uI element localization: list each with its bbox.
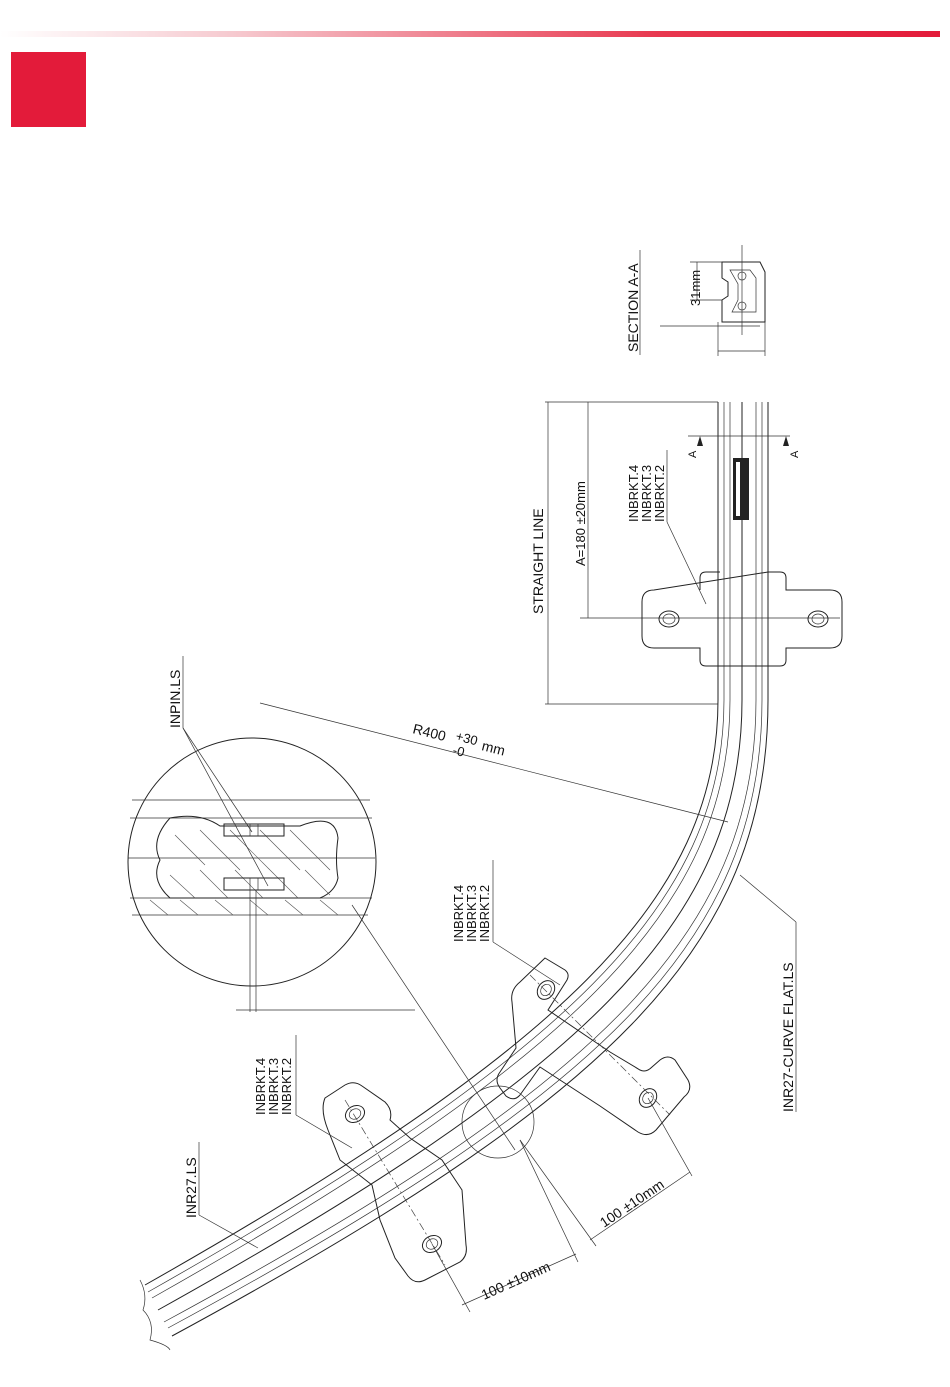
radius-dimension: R400 +30 -0 mm bbox=[260, 703, 728, 822]
dimension-100-right: 100 ±10mm bbox=[520, 1098, 692, 1246]
section-mark-left: A bbox=[687, 450, 699, 458]
dim-100-lower: 100 ±10mm bbox=[479, 1258, 553, 1303]
straight-line-dimension: STRAIGHT LINE A=180 ±20mm bbox=[530, 402, 840, 704]
curve-flat-callout: INR27-CURVE FLAT.LS bbox=[740, 875, 796, 1112]
dim-100-right: 100 ±10mm bbox=[597, 1176, 667, 1231]
curved-rail bbox=[140, 700, 768, 1350]
curve-flat-label: INR27-CURVE FLAT.LS bbox=[780, 962, 796, 1112]
section-mark-right: A bbox=[789, 450, 801, 458]
section-a-a-label: SECTION A-A bbox=[625, 263, 641, 352]
inr27-label: INR27.LS bbox=[183, 1157, 199, 1218]
dimension-100-lower: 100 ±10mm bbox=[432, 1140, 578, 1312]
straight-rail bbox=[718, 402, 768, 700]
dim-a-180: A=180 ±20mm bbox=[573, 481, 588, 566]
bracket-low-label-2: INBRKT.2 bbox=[279, 1058, 294, 1115]
inr27-callout: INR27.LS bbox=[183, 1142, 258, 1248]
bracket-mid-label-2: INBRKT.2 bbox=[477, 885, 492, 942]
radius-main: R400 bbox=[411, 720, 448, 744]
section-a-a-detail: SECTION A-A 31mm bbox=[625, 245, 765, 356]
bracket-top-label-2: INBRKT.2 bbox=[652, 465, 667, 522]
bracket-mid: INBRKT.4 INBRKT.3 INBRKT.2 bbox=[451, 860, 690, 1135]
radius-unit: mm bbox=[480, 737, 507, 758]
bracket-low: INBRKT.4 INBRKT.3 INBRKT.2 bbox=[253, 1035, 466, 1282]
straight-line-label: STRAIGHT LINE bbox=[530, 508, 546, 614]
dim-31mm: 31mm bbox=[688, 270, 703, 306]
section-cut-marks: A A bbox=[687, 436, 801, 458]
inpin-label: INPIN.LS bbox=[167, 670, 183, 728]
radius-minus: -0 bbox=[451, 742, 466, 759]
